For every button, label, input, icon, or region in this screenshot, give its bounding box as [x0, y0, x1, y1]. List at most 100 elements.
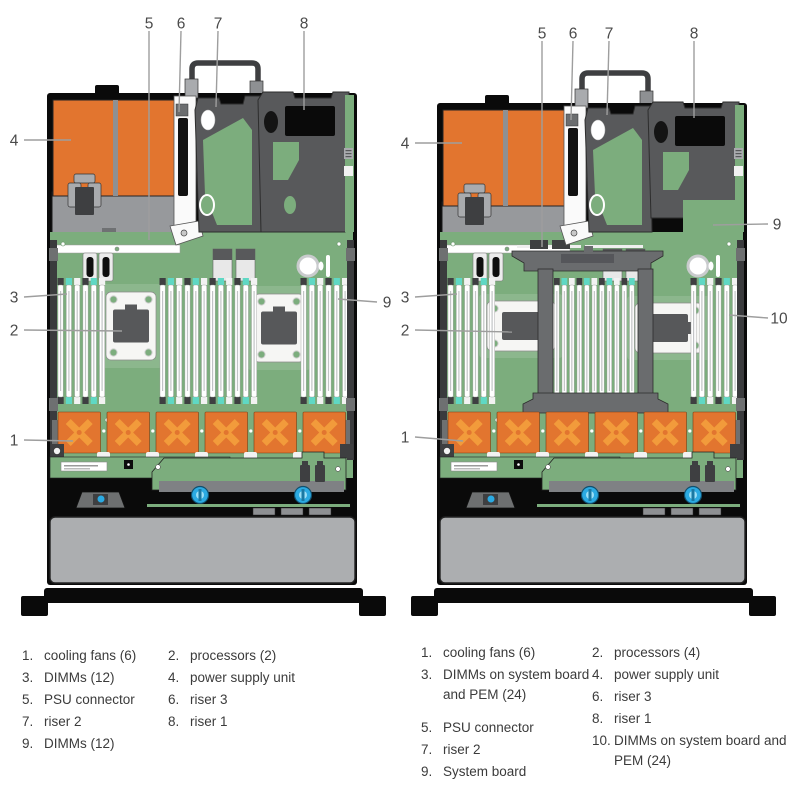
dimm-latch: [90, 397, 97, 404]
dimm-latch: [342, 397, 349, 404]
callout-number: 5: [538, 26, 547, 43]
callout-number: 7: [605, 26, 614, 43]
callout-number: 5: [145, 16, 154, 33]
legend-item-number: 1.: [421, 645, 433, 660]
callout-number: 6: [569, 26, 578, 43]
legend-item: 9.DIMMs (12): [22, 734, 168, 754]
dimm-latch: [599, 278, 605, 285]
dimm-latch: [300, 278, 307, 285]
legend-item-number: 9.: [22, 736, 34, 751]
legend-item-number: 8.: [592, 711, 604, 726]
callout-number: 7: [214, 16, 223, 33]
dimm-latch: [621, 278, 628, 285]
legend-item-label: riser 3: [190, 692, 228, 707]
legend-item: 6.riser 3: [592, 687, 787, 707]
legend-item-label: riser 2: [44, 714, 82, 729]
dimm-latch: [192, 397, 199, 404]
legend-item-label: PSU connector: [44, 692, 135, 707]
fan-hub: [272, 430, 278, 435]
chassis-foot: [749, 596, 776, 616]
dimm-latch: [57, 397, 64, 404]
dimm-latch: [472, 278, 479, 285]
leader-line: [23, 293, 68, 298]
fan-hub: [515, 430, 521, 435]
dimm-latch: [201, 278, 208, 285]
callout-number: 4: [10, 133, 19, 150]
dimm-latch: [715, 397, 722, 404]
legend-left: 1.cooling fans (6)3.DIMMs (12)5.PSU conn…: [22, 646, 358, 756]
dimm-latch: [184, 397, 191, 404]
callout-number: 3: [401, 290, 410, 307]
fan-hub: [321, 430, 327, 435]
callout-number: 10: [770, 311, 788, 328]
dimm-latch: [723, 397, 730, 404]
chassis-foot: [411, 596, 438, 616]
dimm-latch: [707, 397, 714, 404]
dimm-latch: [333, 278, 340, 285]
speaker: [686, 254, 710, 278]
dimm-latch: [561, 278, 568, 285]
callout-number: 2: [401, 323, 410, 340]
dimm-latch: [732, 397, 739, 404]
riser-assembly: [169, 60, 354, 246]
legend-right-column-1: 1.cooling fans (6)3.DIMMs on system boar…: [421, 643, 592, 784]
dimm-latch: [554, 278, 560, 285]
legend-item-label: processors (4): [614, 645, 701, 660]
legend-item: 7.riser 2: [421, 740, 592, 760]
legend-item: 1.cooling fans (6): [421, 643, 592, 663]
dimm-latch: [690, 397, 697, 404]
dimm-latch: [159, 397, 166, 404]
legend-item-number: 3.: [22, 670, 34, 685]
chassis-front-bar: [434, 588, 753, 603]
legend-item-label: DIMMs (12): [44, 670, 115, 685]
dimm-latch: [732, 278, 739, 285]
fan-hub: [662, 430, 668, 435]
dimm-latch: [234, 278, 241, 285]
callout-number: 3: [10, 290, 19, 307]
dimm-latch: [455, 278, 462, 285]
dimm-latch: [234, 397, 241, 404]
dimm-latch: [65, 278, 72, 285]
leader-line: [712, 223, 769, 226]
dimm-latch: [317, 278, 324, 285]
dimm-latch: [217, 397, 224, 404]
riser-assembly: [559, 70, 744, 246]
dimm-latch: [217, 278, 224, 285]
psu-latch: [75, 187, 94, 215]
leader-line: [337, 298, 378, 303]
callout-number: 8: [300, 16, 309, 33]
legend-item: 1. cooling fans (6): [22, 646, 168, 666]
fan-hub: [711, 430, 717, 435]
legend-item-number: 7.: [22, 714, 34, 729]
dimm-latch: [464, 397, 471, 404]
riser-handle: [579, 70, 651, 102]
dimm-latch: [317, 397, 324, 404]
dimm-latch: [480, 397, 487, 404]
server-top-view-2-processor: [21, 60, 386, 616]
dimm-latch: [455, 397, 462, 404]
legend-item-label: cooling fans (6): [44, 648, 137, 663]
fan-hub: [223, 430, 229, 435]
legend-item-label: System board: [443, 764, 527, 779]
dimm-latch: [591, 278, 598, 285]
legend-item-number: 6.: [168, 692, 180, 707]
dimm-latch: [480, 278, 487, 285]
legend-item: 8.riser 1: [168, 712, 358, 732]
legend-item-number: 8.: [168, 714, 180, 729]
legend-item-number: 9.: [421, 764, 433, 779]
legend-item-number: 1.: [22, 648, 34, 663]
dimm-latch: [629, 278, 635, 285]
dimm-latch: [325, 278, 332, 285]
legend-item-number: 2.: [168, 648, 180, 663]
dimm-latch: [176, 397, 183, 404]
processor-chip: [650, 314, 688, 342]
leader-line: [414, 436, 464, 442]
legend-item: 2.processors (2): [168, 646, 358, 666]
chassis-foot: [359, 596, 386, 616]
fan-hub: [564, 430, 570, 435]
processor-chip: [113, 309, 149, 343]
callout-number: 6: [177, 16, 186, 33]
callout-number: 1: [10, 433, 19, 450]
